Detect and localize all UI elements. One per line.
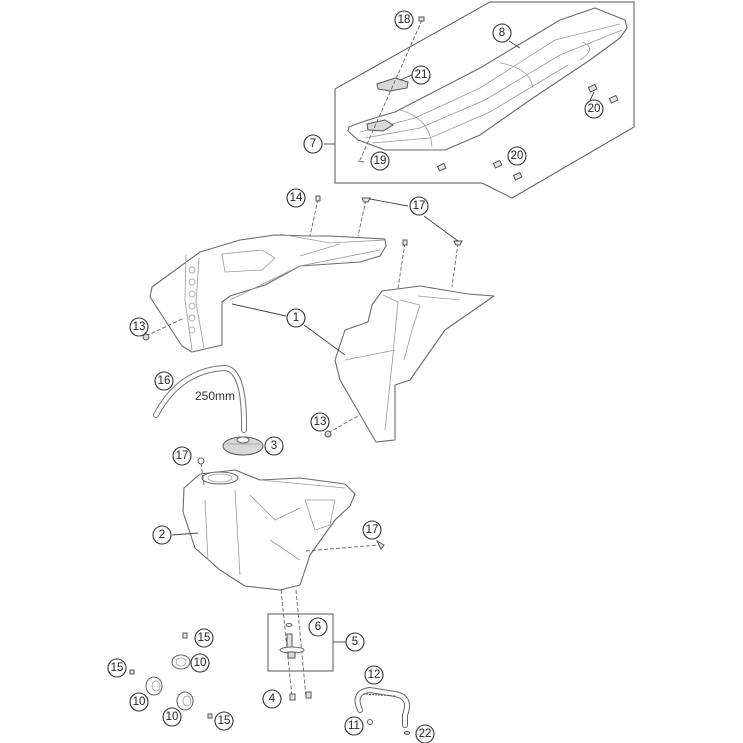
svg-text:5: 5 (352, 636, 358, 648)
hose-clamp-11[interactable] (366, 718, 374, 726)
callout-18[interactable]: 18 (394, 10, 414, 30)
nut-13-right[interactable] (324, 430, 332, 438)
svg-text:22: 22 (419, 728, 432, 740)
screw-17-tank-side[interactable] (375, 539, 385, 550)
svg-text:4: 4 (269, 693, 276, 705)
callout-17-c[interactable]: 17 (362, 520, 382, 540)
callout-10-c[interactable]: 10 (162, 707, 182, 727)
screw-4-b[interactable] (305, 691, 312, 699)
rubber-bushing-a[interactable] (171, 654, 191, 670)
svg-text:15: 15 (111, 662, 124, 674)
svg-text:17: 17 (413, 200, 426, 212)
callout-17-a[interactable]: 17 (409, 196, 429, 216)
callout-8[interactable]: 8 (492, 23, 512, 43)
svg-text:17: 17 (176, 450, 189, 462)
svg-text:20: 20 (511, 150, 524, 162)
svg-text:3: 3 (271, 440, 277, 452)
screw-shroud-right[interactable] (402, 239, 408, 246)
svg-text:15: 15 (218, 715, 231, 727)
svg-text:15: 15 (198, 632, 211, 644)
svg-text:17: 17 (366, 524, 379, 536)
fuel-tank-cap[interactable] (222, 436, 264, 456)
svg-text:2: 2 (159, 529, 165, 541)
seat-bracket[interactable] (366, 77, 409, 132)
callout-13-b[interactable]: 13 (310, 412, 330, 432)
svg-text:10: 10 (133, 696, 146, 708)
callout-6[interactable]: 6 (308, 617, 328, 637)
screw-14[interactable] (315, 195, 321, 202)
rubber-bushing-c[interactable] (176, 691, 194, 711)
callout-4[interactable]: 4 (262, 689, 282, 709)
svg-text:21: 21 (415, 69, 428, 81)
callout-14[interactable]: 14 (286, 188, 306, 208)
svg-text:12: 12 (368, 669, 381, 681)
seat[interactable] (347, 7, 628, 151)
radiator-shroud-right[interactable] (334, 285, 495, 443)
callout-7[interactable]: 7 (303, 134, 323, 154)
screw-17-top-a[interactable] (361, 197, 371, 203)
screw-17-top-b[interactable] (453, 240, 463, 246)
svg-text:20: 20 (588, 103, 601, 115)
callout-10-b[interactable]: 10 (129, 692, 149, 712)
callout-13-a[interactable]: 13 (129, 317, 149, 337)
spacer-15-c[interactable] (207, 713, 213, 719)
callout-17-b[interactable]: 17 (172, 446, 192, 466)
svg-text:14: 14 (290, 192, 303, 204)
svg-text:10: 10 (194, 657, 207, 669)
nut-13-left[interactable] (142, 333, 150, 341)
callout-19[interactable]: 19 (370, 151, 390, 171)
callout-1[interactable]: 1 (286, 308, 306, 328)
pin-19[interactable] (357, 160, 365, 163)
svg-text:16: 16 (158, 375, 171, 387)
breather-hose[interactable] (153, 364, 248, 433)
callout-2[interactable]: 2 (152, 525, 172, 545)
callout-15-c[interactable]: 15 (214, 711, 234, 731)
svg-text:19: 19 (374, 155, 387, 167)
rubber-bushing-b[interactable] (145, 676, 163, 696)
screw-18[interactable] (418, 16, 425, 22)
radiator-shroud-left[interactable] (149, 233, 387, 353)
callout-11[interactable]: 11 (344, 716, 364, 736)
callout-21[interactable]: 21 (411, 65, 431, 85)
spacer-15-a[interactable] (182, 632, 188, 639)
svg-text:11: 11 (348, 720, 360, 732)
svg-text:18: 18 (398, 14, 411, 26)
callout-12[interactable]: 12 (364, 665, 384, 685)
svg-text:13: 13 (133, 321, 146, 333)
callout-10-a[interactable]: 10 (190, 653, 210, 673)
callout-20-b[interactable]: 20 (507, 146, 527, 166)
callout-16[interactable]: 16 (154, 371, 174, 391)
screw-4-a[interactable] (289, 693, 296, 701)
callout-3[interactable]: 3 (264, 436, 284, 456)
spacer-15-b[interactable] (129, 669, 135, 675)
svg-text:7: 7 (310, 138, 316, 150)
fuel-tap-assembly-frame (267, 613, 334, 672)
fuel-tap[interactable] (279, 622, 305, 659)
svg-text:10: 10 (166, 711, 179, 723)
svg-text:8: 8 (499, 27, 505, 39)
svg-text:1: 1 (293, 312, 299, 324)
callout-22[interactable]: 22 (415, 724, 435, 743)
fuel-tank[interactable] (182, 469, 356, 591)
callout-15-b[interactable]: 15 (107, 658, 127, 678)
callout-15-a[interactable]: 15 (194, 628, 214, 648)
svg-text:6: 6 (315, 621, 321, 633)
screw-17-tank[interactable] (197, 457, 205, 465)
clip-nuts[interactable] (436, 83, 619, 181)
callout-20-a[interactable]: 20 (584, 99, 604, 119)
callout-5[interactable]: 5 (345, 632, 365, 652)
hose-length-label: 250mm (195, 389, 235, 403)
fuel-line[interactable] (354, 686, 410, 728)
clamp-22[interactable] (404, 731, 410, 735)
svg-text:13: 13 (314, 416, 327, 428)
seat-assembly-frame (324, 1, 635, 199)
